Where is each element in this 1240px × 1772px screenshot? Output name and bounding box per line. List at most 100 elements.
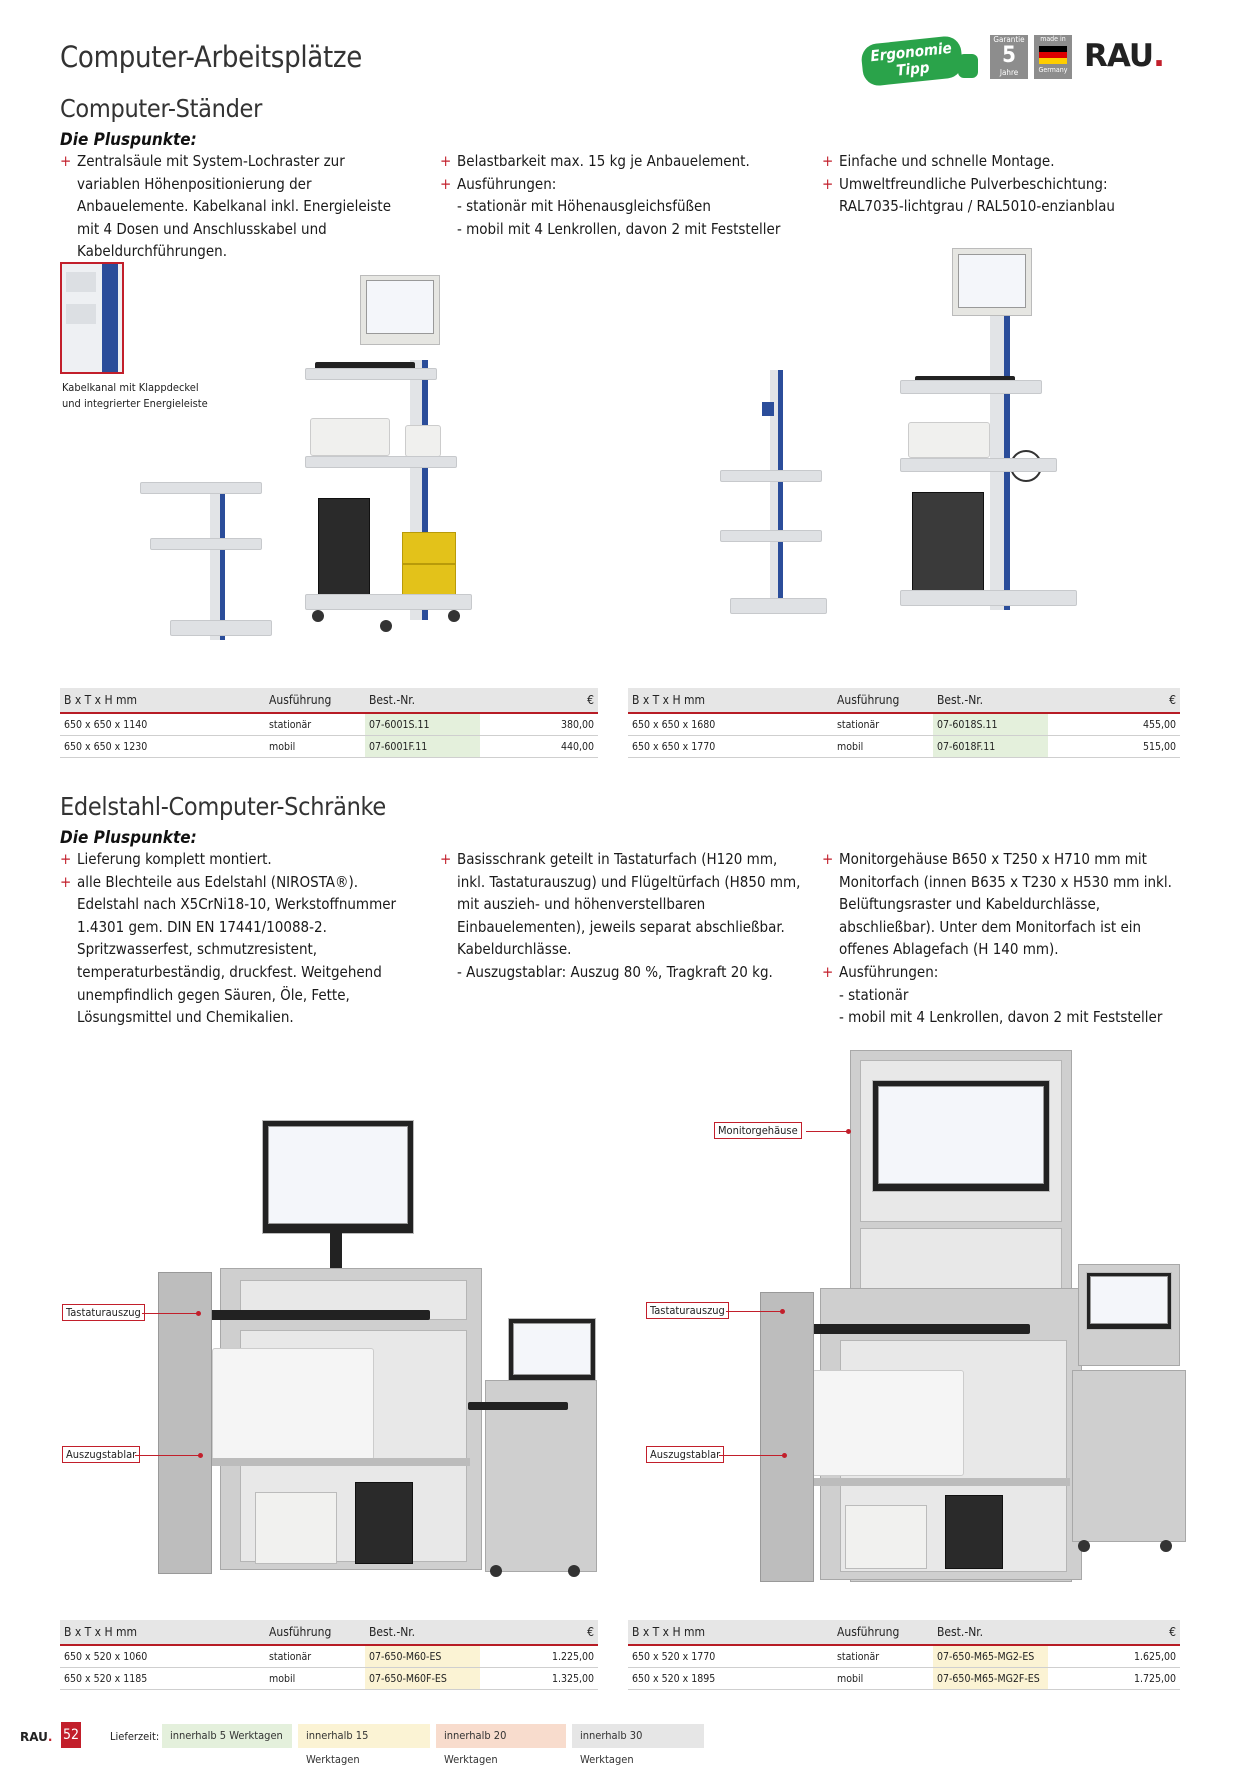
ausfuehrung-cell: stationär <box>833 713 933 736</box>
col-header: Best.-Nr. <box>933 688 1048 714</box>
section-title-computer-staender: Computer-Ständer <box>60 94 263 123</box>
callout-auszugstablar-right: Auszugstablar <box>646 1446 725 1463</box>
delivery-15-days-legend: innerhalb 15 Werktagen <box>298 1724 430 1766</box>
ausfuehrung-cell: mobil <box>265 735 365 758</box>
section1-col1: Zentralsäule mit System-Lochraster zur v… <box>60 150 410 263</box>
price-cell: 1.725,00 <box>1048 1667 1180 1690</box>
page-number: 52 <box>61 1722 81 1748</box>
bestnr-cell: 07-650-M60F-ES <box>365 1667 480 1690</box>
bullet-item: Zentralsäule mit System-Lochraster zur v… <box>60 150 410 263</box>
bestnr-cell: 07-650-M65-MG2-ES <box>933 1645 1048 1668</box>
dimensions-cell: 650 x 650 x 1770 <box>628 735 833 758</box>
bullet-item: alle Blechteile aus Edelstahl (NIROSTA®)… <box>60 871 410 1029</box>
callout-tastaturauszug-right: Tastaturauszug <box>646 1302 729 1319</box>
col-header: € <box>1048 688 1180 714</box>
col-header: B x T x H mm <box>628 688 833 714</box>
computer-staender-tall-image <box>700 230 1100 660</box>
dimensions-cell: 650 x 520 x 1895 <box>628 1667 833 1690</box>
price-cell: 1.225,00 <box>480 1645 598 1668</box>
made-in-germany-badge: made in Germany <box>1034 35 1072 79</box>
bestnr-cell: 07-6001S.11 <box>365 713 480 736</box>
dimensions-cell: 650 x 650 x 1140 <box>60 713 265 736</box>
ergonomie-tipp-badge: Ergonomie Tipp <box>858 34 978 88</box>
callout-tastaturauszug-left: Tastaturauszug <box>62 1304 145 1321</box>
bestnr-cell: 07-650-M65-MG2F-ES <box>933 1667 1048 1690</box>
kabelkanal-caption: Kabelkanal mit Klappdeckel und integrier… <box>62 381 208 410</box>
ausfuehrung-cell: mobil <box>833 735 933 758</box>
bullet-item: Basisschrank geteilt in Tastaturfach (H1… <box>440 848 805 961</box>
table-row: 650 x 650 x 1770 mobil 07-6018F.11 515,0… <box>628 735 1180 758</box>
bestnr-cell: 07-6018S.11 <box>933 713 1048 736</box>
delivery-20-days-legend: innerhalb 20 Werktagen <box>436 1724 566 1766</box>
bullet-item: Ausführungen: <box>822 961 1174 984</box>
table-row: 650 x 520 x 1770 stationär 07-650-M65-MG… <box>628 1645 1180 1668</box>
ausfuehrung-cell: stationär <box>265 1645 365 1668</box>
sub-item: - mobil mit 4 Lenkrollen, davon 2 mit Fe… <box>839 1008 1163 1027</box>
bestnr-cell: 07-650-M60-ES <box>365 1645 480 1668</box>
section2-col1: Lieferung komplett montiert. alle Blecht… <box>60 848 410 1029</box>
col-header: Ausführung <box>833 1620 933 1646</box>
price-table-staender-left: B x T x H mm Ausführung Best.-Nr. € 650 … <box>60 688 598 758</box>
dimensions-cell: 650 x 520 x 1185 <box>60 1667 265 1690</box>
made-in-label: made in <box>1040 35 1066 43</box>
table-row: 650 x 520 x 1185 mobil 07-650-M60F-ES 1.… <box>60 1667 598 1690</box>
callout-monitorgehaeuse: Monitorgehäuse <box>714 1122 802 1139</box>
dimensions-cell: 650 x 650 x 1230 <box>60 735 265 758</box>
col-header: € <box>480 1620 598 1646</box>
section2-col3: Monitorgehäuse B650 x T250 x H710 mm mit… <box>822 848 1174 1029</box>
pluspunkte-heading: Die Pluspunkte: <box>60 828 197 848</box>
garantie-label: Garantie <box>993 35 1025 44</box>
sub-item: - mobil mit 4 Lenkrollen, davon 2 mit Fe… <box>457 219 781 238</box>
price-cell: 1.325,00 <box>480 1667 598 1690</box>
col-header: € <box>1048 1620 1180 1646</box>
price-cell: 440,00 <box>480 735 598 758</box>
col-header: B x T x H mm <box>60 688 265 714</box>
germany-label: Germany <box>1038 66 1068 74</box>
col-header: Best.-Nr. <box>365 688 480 714</box>
computer-staender-small-image <box>140 270 480 660</box>
dimensions-cell: 650 x 650 x 1680 <box>628 713 833 736</box>
price-cell: 515,00 <box>1048 735 1180 758</box>
table-row: 650 x 520 x 1060 stationär 07-650-M60-ES… <box>60 1645 598 1668</box>
delivery-5-days-legend: innerhalb 5 Werktagen <box>162 1724 292 1748</box>
garantie-unit: Jahre <box>999 68 1019 77</box>
col-header: Best.-Nr. <box>933 1620 1048 1646</box>
table-row: 650 x 650 x 1140 stationär 07-6001S.11 3… <box>60 713 598 736</box>
callout-auszugstablar-left: Auszugstablar <box>62 1446 141 1463</box>
dimensions-cell: 650 x 520 x 1060 <box>60 1645 265 1668</box>
table-row: 650 x 520 x 1895 mobil 07-650-M65-MG2F-E… <box>628 1667 1180 1690</box>
sub-item: - stationär <box>839 985 909 1004</box>
col-header: B x T x H mm <box>60 1620 265 1646</box>
table-row: 650 x 650 x 1230 mobil 07-6001F.11 440,0… <box>60 735 598 758</box>
section1-col2: Belastbarkeit max. 15 kg je Anbauelement… <box>440 150 820 240</box>
bullet-item: Umweltfreundliche Pulverbeschichtung: RA… <box>822 173 1142 218</box>
price-cell: 380,00 <box>480 713 598 736</box>
sub-item: - stationär mit Höhenausgleichsfüßen <box>457 197 711 216</box>
table-row: 650 x 650 x 1680 stationär 07-6018S.11 4… <box>628 713 1180 736</box>
footer-rau-logo: RAU. <box>20 1730 53 1744</box>
col-header: Ausführung <box>265 1620 365 1646</box>
rau-logo: RAU. <box>1084 38 1165 74</box>
price-table-schraenke-right: B x T x H mm Ausführung Best.-Nr. € 650 … <box>628 1620 1180 1690</box>
bestnr-cell: 07-6001F.11 <box>365 735 480 758</box>
ausfuehrung-cell: stationär <box>833 1645 933 1668</box>
page-title: Computer-Arbeitsplätze <box>60 40 363 74</box>
section-title-edelstahl-schraenke: Edelstahl-Computer-Schränke <box>60 792 386 821</box>
dimensions-cell: 650 x 520 x 1770 <box>628 1645 833 1668</box>
ausfuehrung-cell: mobil <box>265 1667 365 1690</box>
col-header: B x T x H mm <box>628 1620 833 1646</box>
section1-col3: Einfache und schnelle Montage. Umweltfre… <box>822 150 1142 218</box>
bullet-item: Einfache und schnelle Montage. <box>822 150 1142 173</box>
col-header: Ausführung <box>265 688 365 714</box>
bullet-item: Belastbarkeit max. 15 kg je Anbauelement… <box>440 150 820 173</box>
bestnr-cell: 07-6018F.11 <box>933 735 1048 758</box>
edelstahl-schrank-left-image <box>150 1120 610 1580</box>
price-cell: 1.625,00 <box>1048 1645 1180 1668</box>
german-flag-icon <box>1039 46 1067 64</box>
section2-col2: Basisschrank geteilt in Tastaturfach (H1… <box>440 848 805 984</box>
garantie-badge: Garantie 5 Jahre <box>990 35 1028 79</box>
bullet-item: Monitorgehäuse B650 x T250 x H710 mm mit… <box>822 848 1174 961</box>
bullet-item: Ausführungen: <box>440 173 820 196</box>
price-table-staender-right: B x T x H mm Ausführung Best.-Nr. € 650 … <box>628 688 1180 758</box>
col-header: Ausführung <box>833 688 933 714</box>
